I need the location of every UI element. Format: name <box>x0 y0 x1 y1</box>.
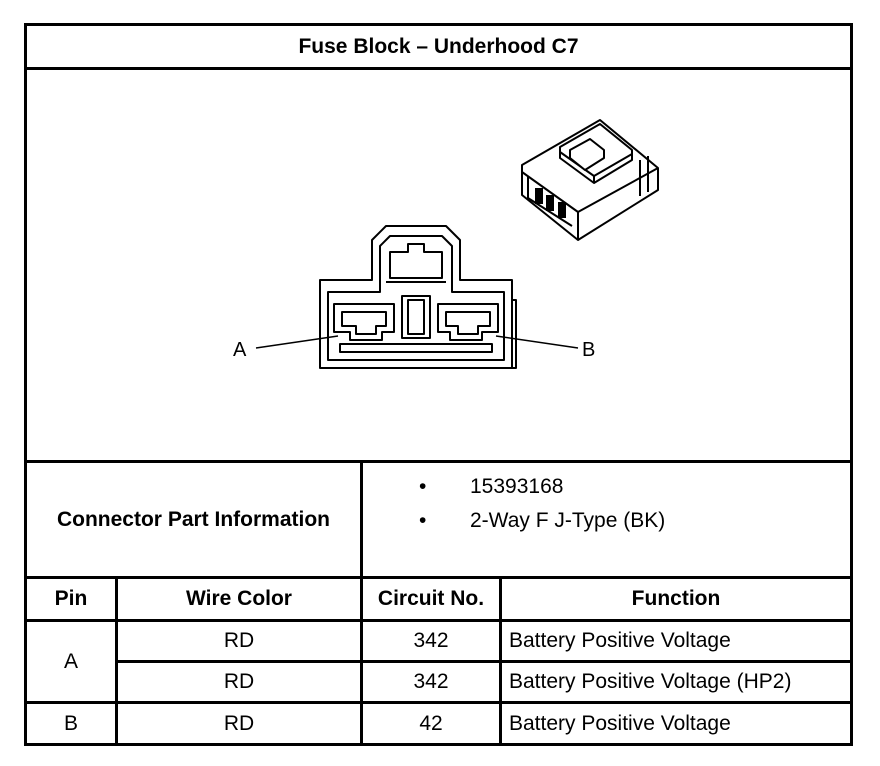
bullet-icon: • <box>419 509 427 532</box>
pin-b: B <box>63 711 78 735</box>
function: Battery Positive Voltage (HP2) <box>509 670 792 693</box>
wire-color: RD <box>223 711 255 735</box>
wire-color: RD <box>223 670 255 693</box>
function: Battery Positive Voltage <box>509 629 731 652</box>
circuit-number: 42 <box>419 711 443 735</box>
pin-label-b: B <box>582 339 595 361</box>
connector-isometric-view <box>521 119 659 241</box>
pin-label-a: A <box>233 339 247 361</box>
bullet-icon: • <box>419 475 427 498</box>
header-pin: Pin <box>54 587 88 610</box>
pin-a: A <box>63 649 78 673</box>
circuit-number: 342 <box>413 629 449 652</box>
connector-face-view <box>319 225 517 369</box>
header-wire-color: Wire Color <box>186 587 292 610</box>
leader-line-b <box>495 335 579 349</box>
header-function: Function <box>631 587 721 610</box>
leader-line-a <box>255 335 339 349</box>
circuit-number: 342 <box>413 670 449 693</box>
wire-color: RD <box>223 629 255 652</box>
page-title: Fuse Block – Underhood C7 <box>298 34 579 58</box>
part-number: 15393168 <box>470 475 564 498</box>
function: Battery Positive Voltage <box>509 711 731 735</box>
connector-info-label: Connector Part Information <box>56 507 330 531</box>
header-circuit: Circuit No. <box>377 587 485 610</box>
connector-type: 2-Way F J-Type (BK) <box>470 509 666 532</box>
